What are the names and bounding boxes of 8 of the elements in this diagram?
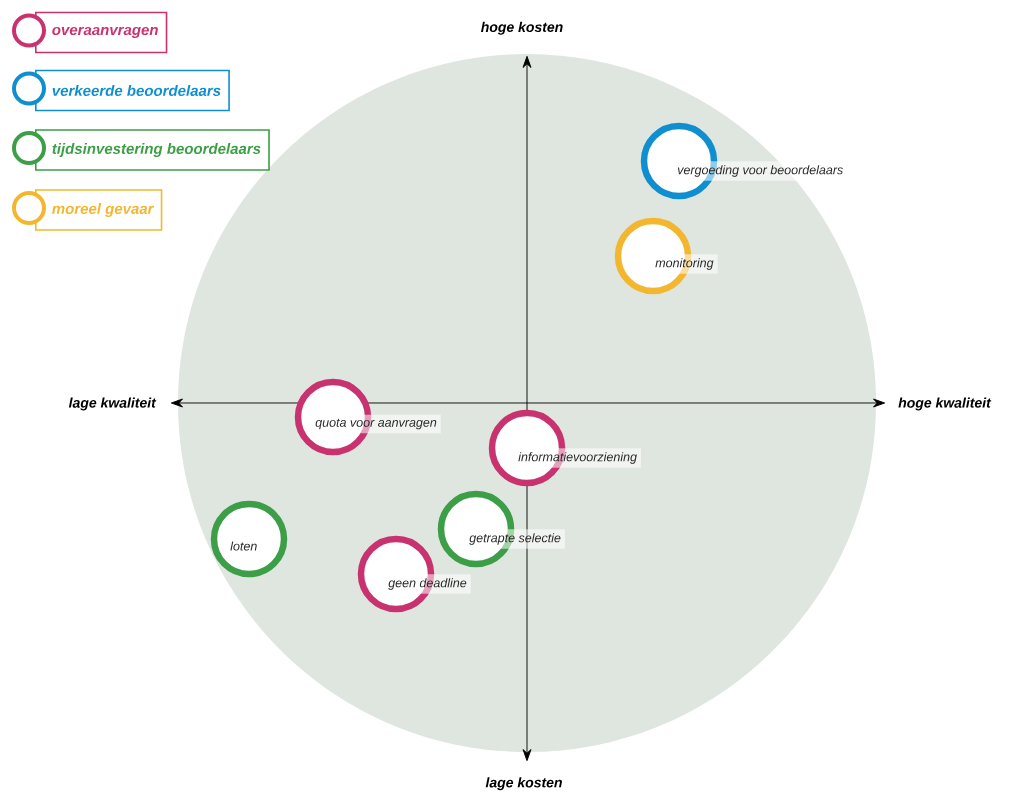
axis-label: lage kwaliteit <box>68 397 157 411</box>
axis-label: hoge kosten <box>481 21 563 35</box>
legend-entry: verkeerde beoordelaars <box>35 69 230 112</box>
legend-entry: tijdsinvestering beoordelaars <box>35 129 270 171</box>
axis-label: lage kosten <box>485 777 562 791</box>
legend-entry: overaanvragen <box>35 11 168 54</box>
legend-entry: moreel gevaar <box>35 189 163 231</box>
axis-label: hoge kwaliteit <box>898 397 992 411</box>
